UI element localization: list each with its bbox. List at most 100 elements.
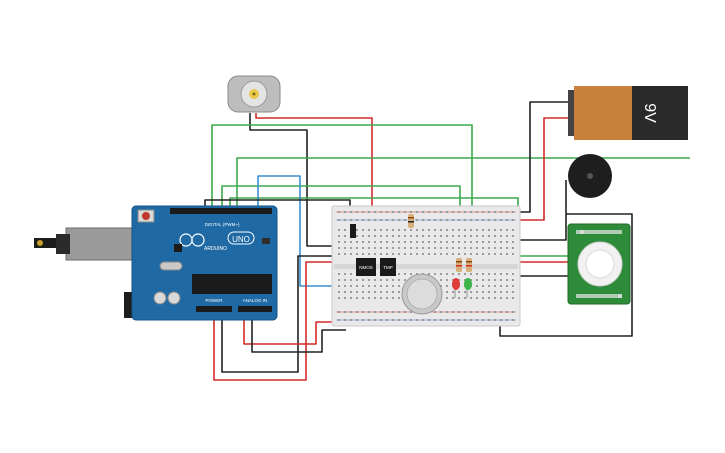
breadboard-hole — [350, 291, 352, 293]
breadboard-hole — [440, 253, 442, 255]
breadboard-hole — [422, 247, 424, 249]
breadboard-hole — [440, 273, 442, 275]
breadboard-hole — [476, 219, 478, 221]
breadboard-hole — [338, 319, 340, 321]
breadboard-hole — [404, 229, 406, 231]
breadboard-hole — [338, 235, 340, 237]
breadboard-hole — [422, 235, 424, 237]
breadboard-hole — [512, 319, 514, 321]
buzzer-icon — [568, 154, 612, 198]
breadboard-hole — [338, 291, 340, 293]
breadboard-hole — [368, 253, 370, 255]
breadboard-hole — [392, 279, 394, 281]
breadboard-hole — [452, 319, 454, 321]
breadboard-hole — [476, 319, 478, 321]
breadboard-hole — [344, 319, 346, 321]
breadboard-hole — [338, 253, 340, 255]
wire-green-4 — [229, 197, 576, 257]
breadboard-hole — [338, 247, 340, 249]
breadboard-hole — [374, 247, 376, 249]
breadboard-hole — [404, 211, 406, 213]
breadboard-hole — [470, 235, 472, 237]
breadboard-hole — [512, 219, 514, 221]
breadboard-hole — [482, 229, 484, 231]
breadboard-hole — [350, 219, 352, 221]
breadboard-hole — [410, 273, 412, 275]
breadboard-hole — [458, 279, 460, 281]
breadboard-hole — [470, 319, 472, 321]
breadboard-hole — [464, 241, 466, 243]
breadboard-hole — [374, 279, 376, 281]
breadboard-hole — [458, 311, 460, 313]
wire-green-1 — [211, 124, 473, 212]
breadboard-hole — [362, 319, 364, 321]
breadboard-hole — [410, 247, 412, 249]
breadboard-hole — [512, 279, 514, 281]
resistor-icon — [408, 214, 414, 228]
breadboard-hole — [362, 211, 364, 213]
nmos-chip — [356, 258, 376, 276]
breadboard-hole — [512, 241, 514, 243]
breadboard-hole — [476, 291, 478, 293]
breadboard-hole — [464, 319, 466, 321]
breadboard-hole — [350, 273, 352, 275]
breadboard-hole — [476, 297, 478, 299]
breadboard-hole — [452, 229, 454, 231]
breadboard-hole — [344, 291, 346, 293]
breadboard-hole — [368, 297, 370, 299]
breadboard-hole — [464, 291, 466, 293]
breadboard-hole — [464, 253, 466, 255]
breadboard-hole — [404, 253, 406, 255]
breadboard-hole — [482, 285, 484, 287]
breadboard-hole — [392, 319, 394, 321]
diode — [350, 224, 356, 238]
battery-icon: 9V — [568, 86, 688, 140]
breadboard-hole — [482, 235, 484, 237]
breadboard-hole — [488, 291, 490, 293]
breadboard-hole — [386, 285, 388, 287]
breadboard-hole — [368, 241, 370, 243]
breadboard-hole — [338, 273, 340, 275]
breadboard-hole — [488, 319, 490, 321]
breadboard-hole — [410, 211, 412, 213]
breadboard-hole — [404, 273, 406, 275]
breadboard-hole — [446, 229, 448, 231]
breadboard-hole — [506, 311, 508, 313]
breadboard-hole — [482, 279, 484, 281]
breadboard-hole — [452, 211, 454, 213]
wire-green-2 — [236, 157, 690, 208]
breadboard-hole — [512, 311, 514, 313]
breadboard-hole — [458, 297, 460, 299]
breadboard-hole — [350, 297, 352, 299]
breadboard-hole — [428, 241, 430, 243]
breadboard-hole — [398, 311, 400, 313]
breadboard-hole — [398, 319, 400, 321]
breadboard-hole — [374, 235, 376, 237]
breadboard-hole — [362, 291, 364, 293]
breadboard-hole — [506, 253, 508, 255]
breadboard-hole — [356, 279, 358, 281]
breadboard-hole — [428, 253, 430, 255]
breadboard-hole — [440, 285, 442, 287]
arduino-model: UNO — [232, 235, 250, 244]
breadboard-hole — [500, 319, 502, 321]
reset-button[interactable] — [142, 212, 150, 220]
breadboard-hole — [398, 285, 400, 287]
breadboard-hole — [434, 247, 436, 249]
breadboard-hole — [434, 241, 436, 243]
breadboard-hole — [344, 229, 346, 231]
breadboard-hole — [386, 279, 388, 281]
breadboard-hole — [362, 311, 364, 313]
breadboard-hole — [482, 241, 484, 243]
breadboard-hole — [368, 291, 370, 293]
breadboard-hole — [464, 279, 466, 281]
breadboard-hole — [506, 291, 508, 293]
breadboard-hole — [482, 311, 484, 313]
breadboard-hole — [464, 211, 466, 213]
breadboard-hole — [452, 253, 454, 255]
breadboard-hole — [392, 241, 394, 243]
breadboard-hole — [512, 211, 514, 213]
breadboard-hole — [488, 247, 490, 249]
wire-power-red — [213, 261, 350, 381]
breadboard-hole — [512, 291, 514, 293]
